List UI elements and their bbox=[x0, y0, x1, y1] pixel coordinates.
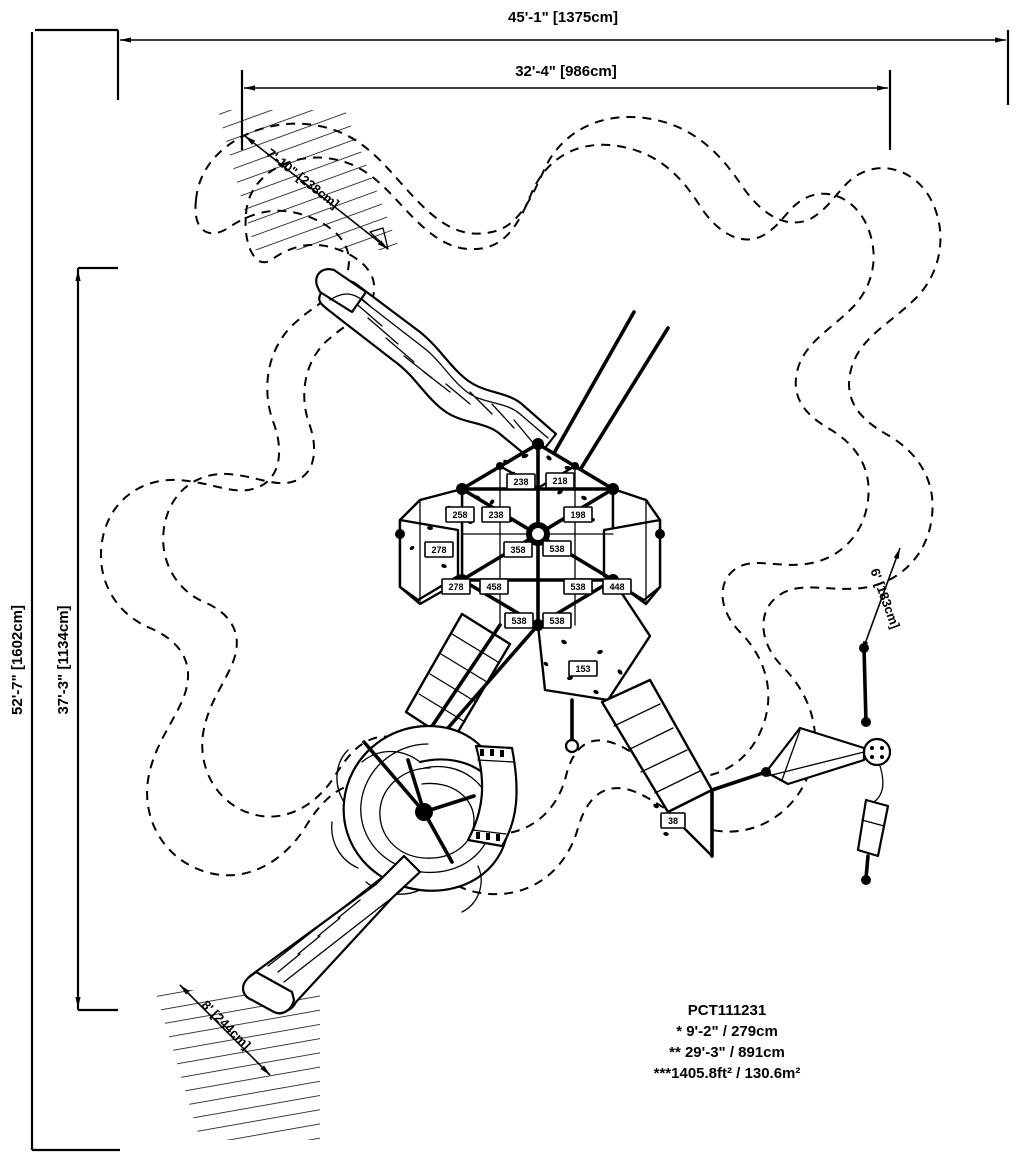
panel-label-text: 458 bbox=[486, 582, 501, 592]
dim-top-outer: 45'-1" [1375cm] bbox=[508, 9, 618, 26]
panel-label: 538 bbox=[563, 578, 593, 595]
panel-label: 448 bbox=[602, 578, 632, 595]
panel-label-text: 218 bbox=[552, 476, 567, 486]
ramp-bridge bbox=[564, 678, 714, 858]
dim-diag-right-group: 6' [183cm] bbox=[861, 547, 903, 653]
dim-top-inner: 32'-4" [986cm] bbox=[515, 63, 617, 80]
panel-labels: 238 218 258 238 198 278 bbox=[424, 472, 686, 829]
panel-label: 458 bbox=[479, 578, 509, 595]
straight-slide bbox=[242, 854, 422, 1015]
panel-label: 38 bbox=[660, 812, 686, 829]
panel-label-text: 278 bbox=[448, 582, 463, 592]
wavy-slide bbox=[315, 268, 558, 464]
panel-label-text: 538 bbox=[570, 582, 585, 592]
dim-left-inner: 37'-3" [1134cm] bbox=[55, 605, 72, 714]
cable-net-climber bbox=[710, 643, 892, 885]
panel-label-text: 38 bbox=[668, 816, 678, 826]
panel-label-text: 153 bbox=[575, 664, 590, 674]
panel-label: 153 bbox=[568, 660, 598, 677]
panel-label-text: 538 bbox=[549, 544, 564, 554]
note-line-1: * 9'-2" / 279cm bbox=[676, 1023, 778, 1040]
panel-label-text: 238 bbox=[488, 510, 503, 520]
panel-label-text: 258 bbox=[452, 510, 467, 520]
hatched-area-bottom-left: 8' [244cm] bbox=[155, 984, 320, 1140]
panel-label-text: 538 bbox=[511, 616, 526, 626]
panel-label-text: 238 bbox=[513, 477, 528, 487]
product-code: PCT111231 bbox=[688, 1002, 766, 1019]
dimension-frame: 45'-1" [1375cm] 32'-4" [986cm] 52'-7" [1… bbox=[9, 9, 1010, 1152]
panel-label: 218 bbox=[545, 472, 575, 489]
spiral-tube-slide bbox=[331, 724, 518, 913]
panel-label: 198 bbox=[563, 506, 593, 523]
panel-label-text: 358 bbox=[510, 545, 525, 555]
panel-label: 538 bbox=[542, 612, 572, 629]
panel-label: 238 bbox=[506, 473, 536, 490]
panel-label-text: 198 bbox=[570, 510, 585, 520]
note-line-3: ***1405.8ft² / 130.6m² bbox=[654, 1065, 801, 1082]
panel-label-text: 278 bbox=[431, 545, 446, 555]
panel-label: 538 bbox=[504, 612, 534, 629]
note-line-2: ** 29'-3" / 891cm bbox=[669, 1044, 785, 1061]
panel-label: 358 bbox=[503, 541, 533, 558]
info-block: PCT111231 * 9'-2" / 279cm ** 29'-3" / 89… bbox=[654, 1002, 801, 1082]
panel-label: 278 bbox=[424, 541, 454, 558]
panel-label: 538 bbox=[542, 540, 572, 557]
panel-label-text: 538 bbox=[549, 616, 564, 626]
dim-left-outer: 52'-7" [1602cm] bbox=[9, 605, 26, 715]
climbing-poles bbox=[547, 310, 670, 472]
hatched-area-top-left: 7'-10" [238cm] bbox=[218, 110, 400, 250]
panel-label: 238 bbox=[481, 506, 511, 523]
panel-label: 258 bbox=[445, 506, 475, 523]
panel-label-text: 448 bbox=[609, 582, 624, 592]
panel-label: 278 bbox=[441, 578, 471, 595]
